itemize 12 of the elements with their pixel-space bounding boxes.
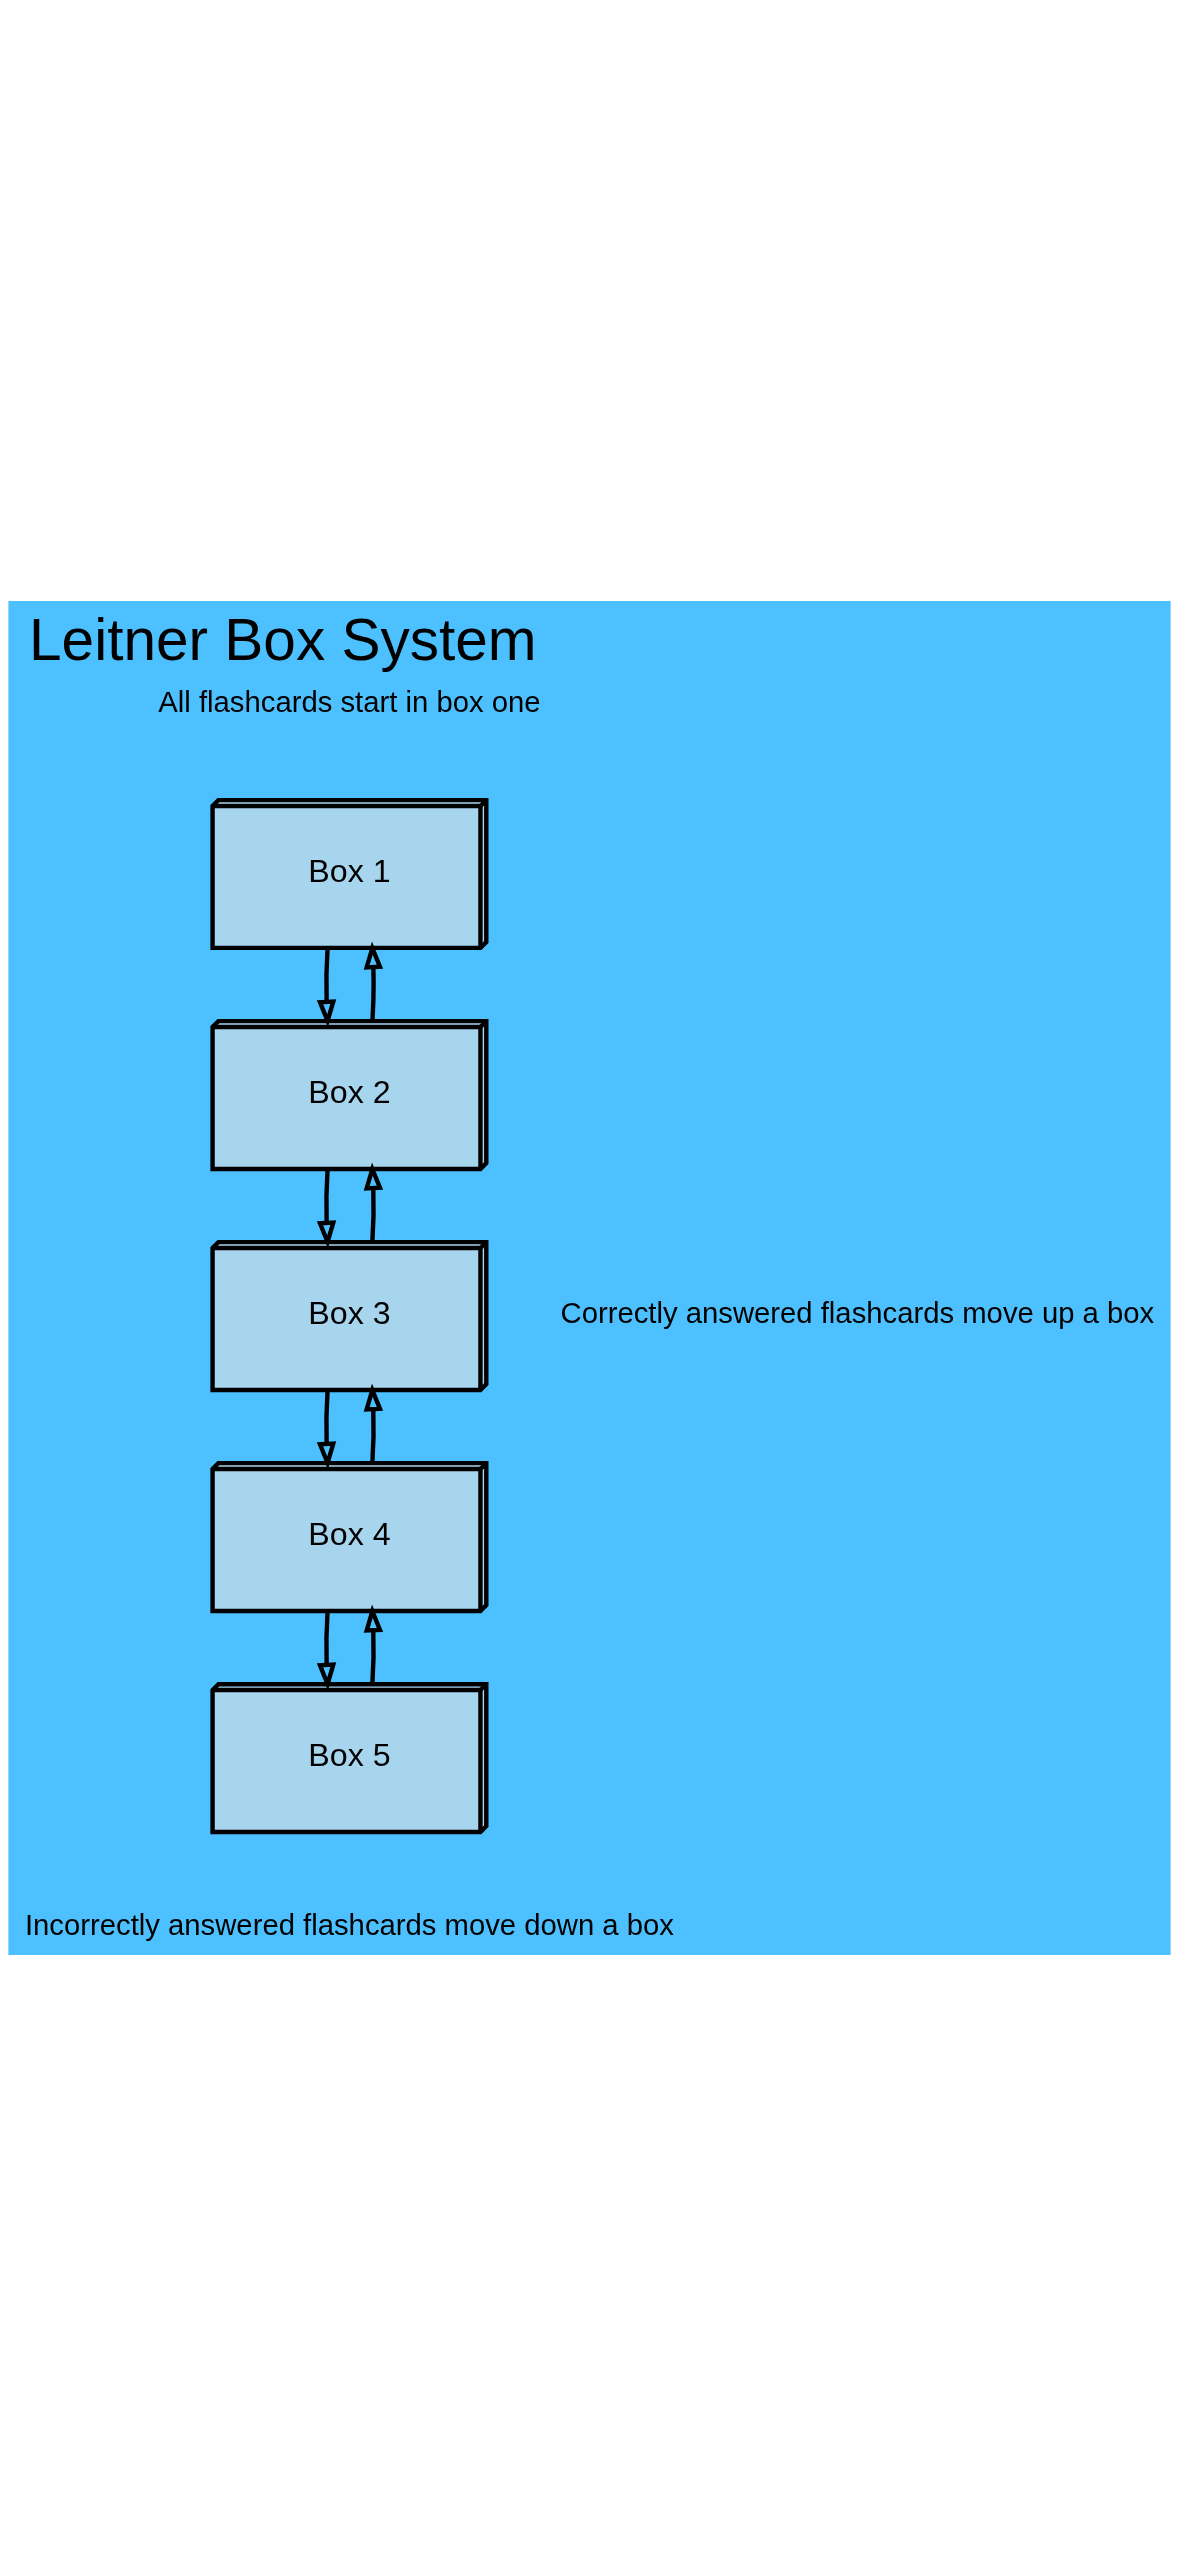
arrow <box>316 1390 337 1470</box>
arrow <box>363 1604 384 1685</box>
label: All flashcards start in box one <box>158 686 541 719</box>
arrow <box>363 1383 384 1464</box>
arrow <box>316 1168 337 1249</box>
arrow <box>363 1162 384 1243</box>
diagram-title: Leitner Box System <box>29 606 537 672</box>
arrow <box>363 941 384 1022</box>
arrow <box>316 1611 337 1691</box>
arrow <box>316 947 337 1028</box>
label: Correctly answered flashcards move up a box <box>560 1297 1155 1330</box>
label: Incorrectly answered flashcards move down a box <box>24 1908 674 1941</box>
